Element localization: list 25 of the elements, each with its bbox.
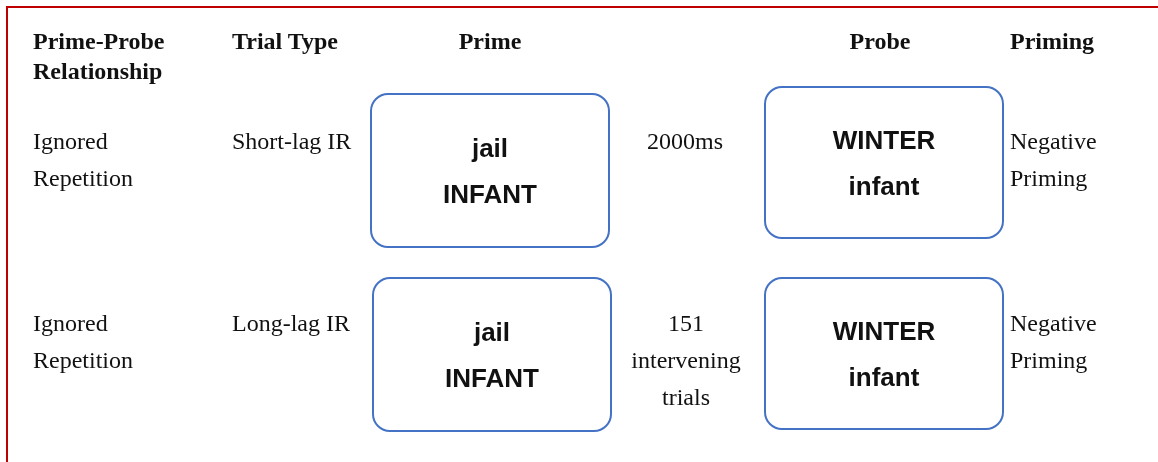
relationship-text: Ignored Repetition bbox=[33, 127, 134, 193]
column-header: Priming bbox=[1010, 27, 1095, 56]
column-header: Probe bbox=[848, 27, 912, 56]
word-text: INFANT bbox=[445, 361, 539, 395]
relationship-text: Ignored Repetition bbox=[33, 309, 134, 375]
trial-type-text: Long-lag IR bbox=[232, 309, 351, 338]
prime-box bbox=[370, 93, 610, 248]
word-text: jail bbox=[471, 131, 509, 165]
interval-text: 151 intervening trials bbox=[630, 309, 742, 412]
column-header: Prime-Probe Relationship bbox=[33, 27, 166, 86]
column-header: Trial Type bbox=[232, 27, 339, 56]
word-text: INFANT bbox=[443, 177, 537, 211]
probe-box bbox=[764, 86, 1004, 239]
word-text: infant bbox=[848, 360, 920, 394]
interval-text: 2000ms bbox=[646, 127, 724, 156]
priming-text: Negative Priming bbox=[1010, 309, 1098, 375]
priming-text: Negative Priming bbox=[1010, 127, 1098, 193]
word-text: WINTER bbox=[832, 123, 936, 157]
word-text: jail bbox=[473, 315, 511, 349]
word-text: infant bbox=[848, 169, 920, 203]
word-text: WINTER bbox=[832, 314, 936, 348]
trial-type-text: Short-lag IR bbox=[232, 127, 353, 156]
column-header: Prime bbox=[457, 27, 523, 56]
probe-box bbox=[764, 277, 1004, 430]
prime-box bbox=[372, 277, 612, 432]
